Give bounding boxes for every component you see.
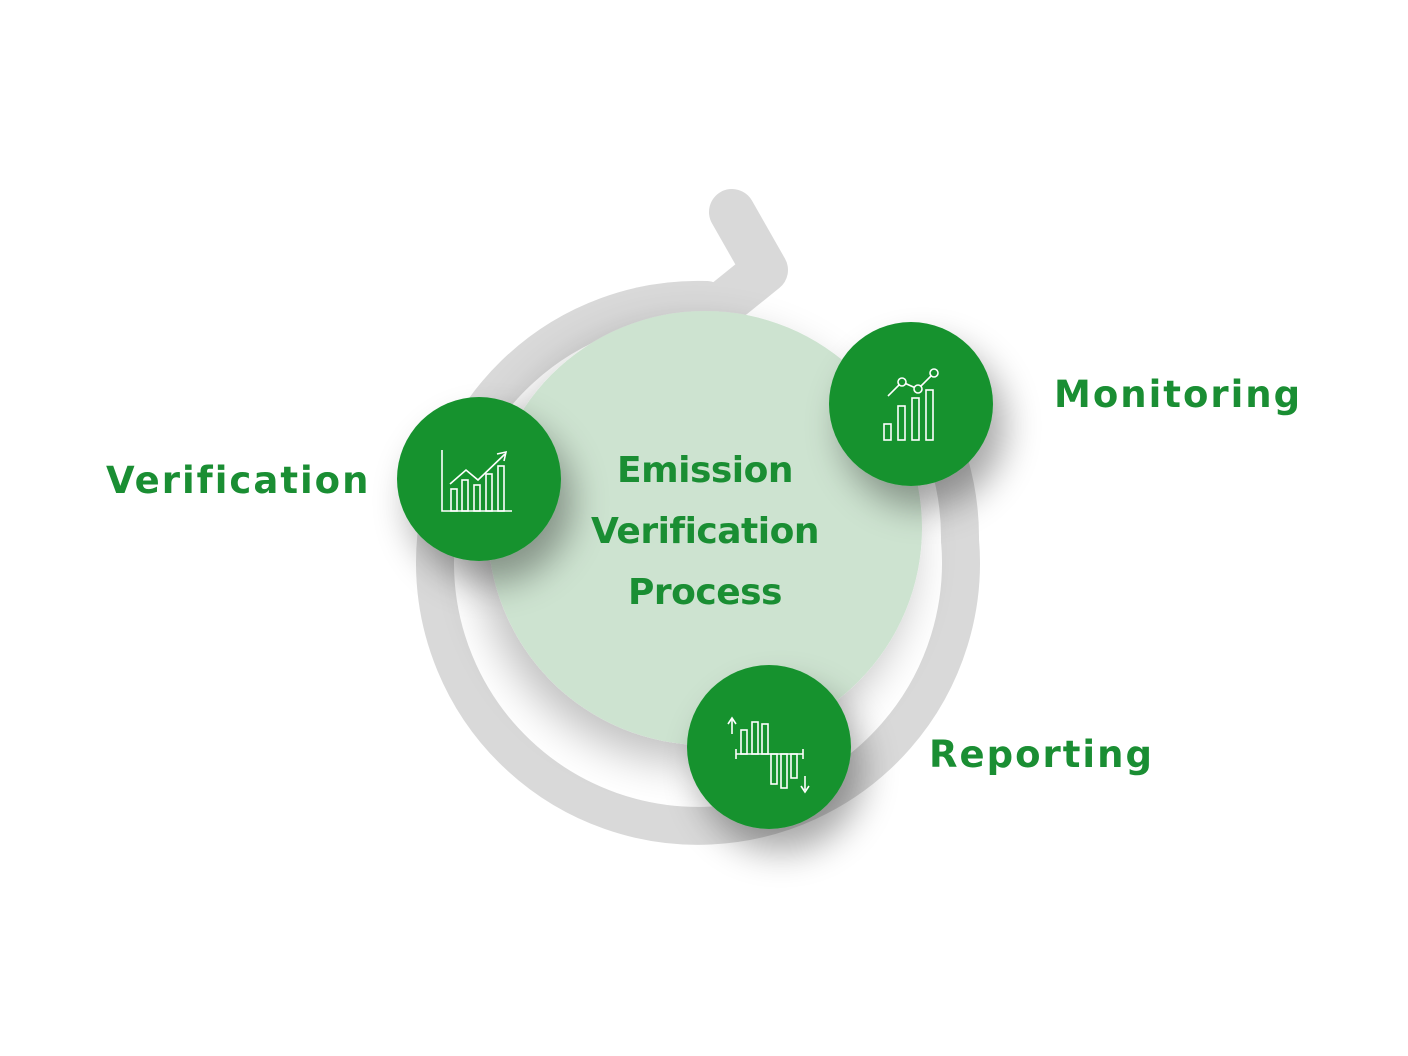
center-title-line-3: Process (628, 572, 782, 613)
verification-label: Verification (106, 459, 371, 502)
cycle-arrowhead (685, 189, 788, 339)
up-down-bars-icon (727, 716, 810, 794)
monitoring-label: Monitoring (1054, 373, 1303, 416)
monitoring-node[interactable] (829, 322, 993, 486)
center-title: Emission Verification Process (555, 440, 855, 623)
center-disc (488, 311, 922, 745)
reporting-node[interactable] (687, 665, 851, 829)
growth-chart-icon (441, 450, 512, 512)
center-title-line-1: Emission (617, 450, 794, 491)
bar-line-chart-icon (883, 368, 939, 441)
reporting-label: Reporting (929, 733, 1154, 776)
center-title-line-2: Verification (591, 511, 819, 552)
